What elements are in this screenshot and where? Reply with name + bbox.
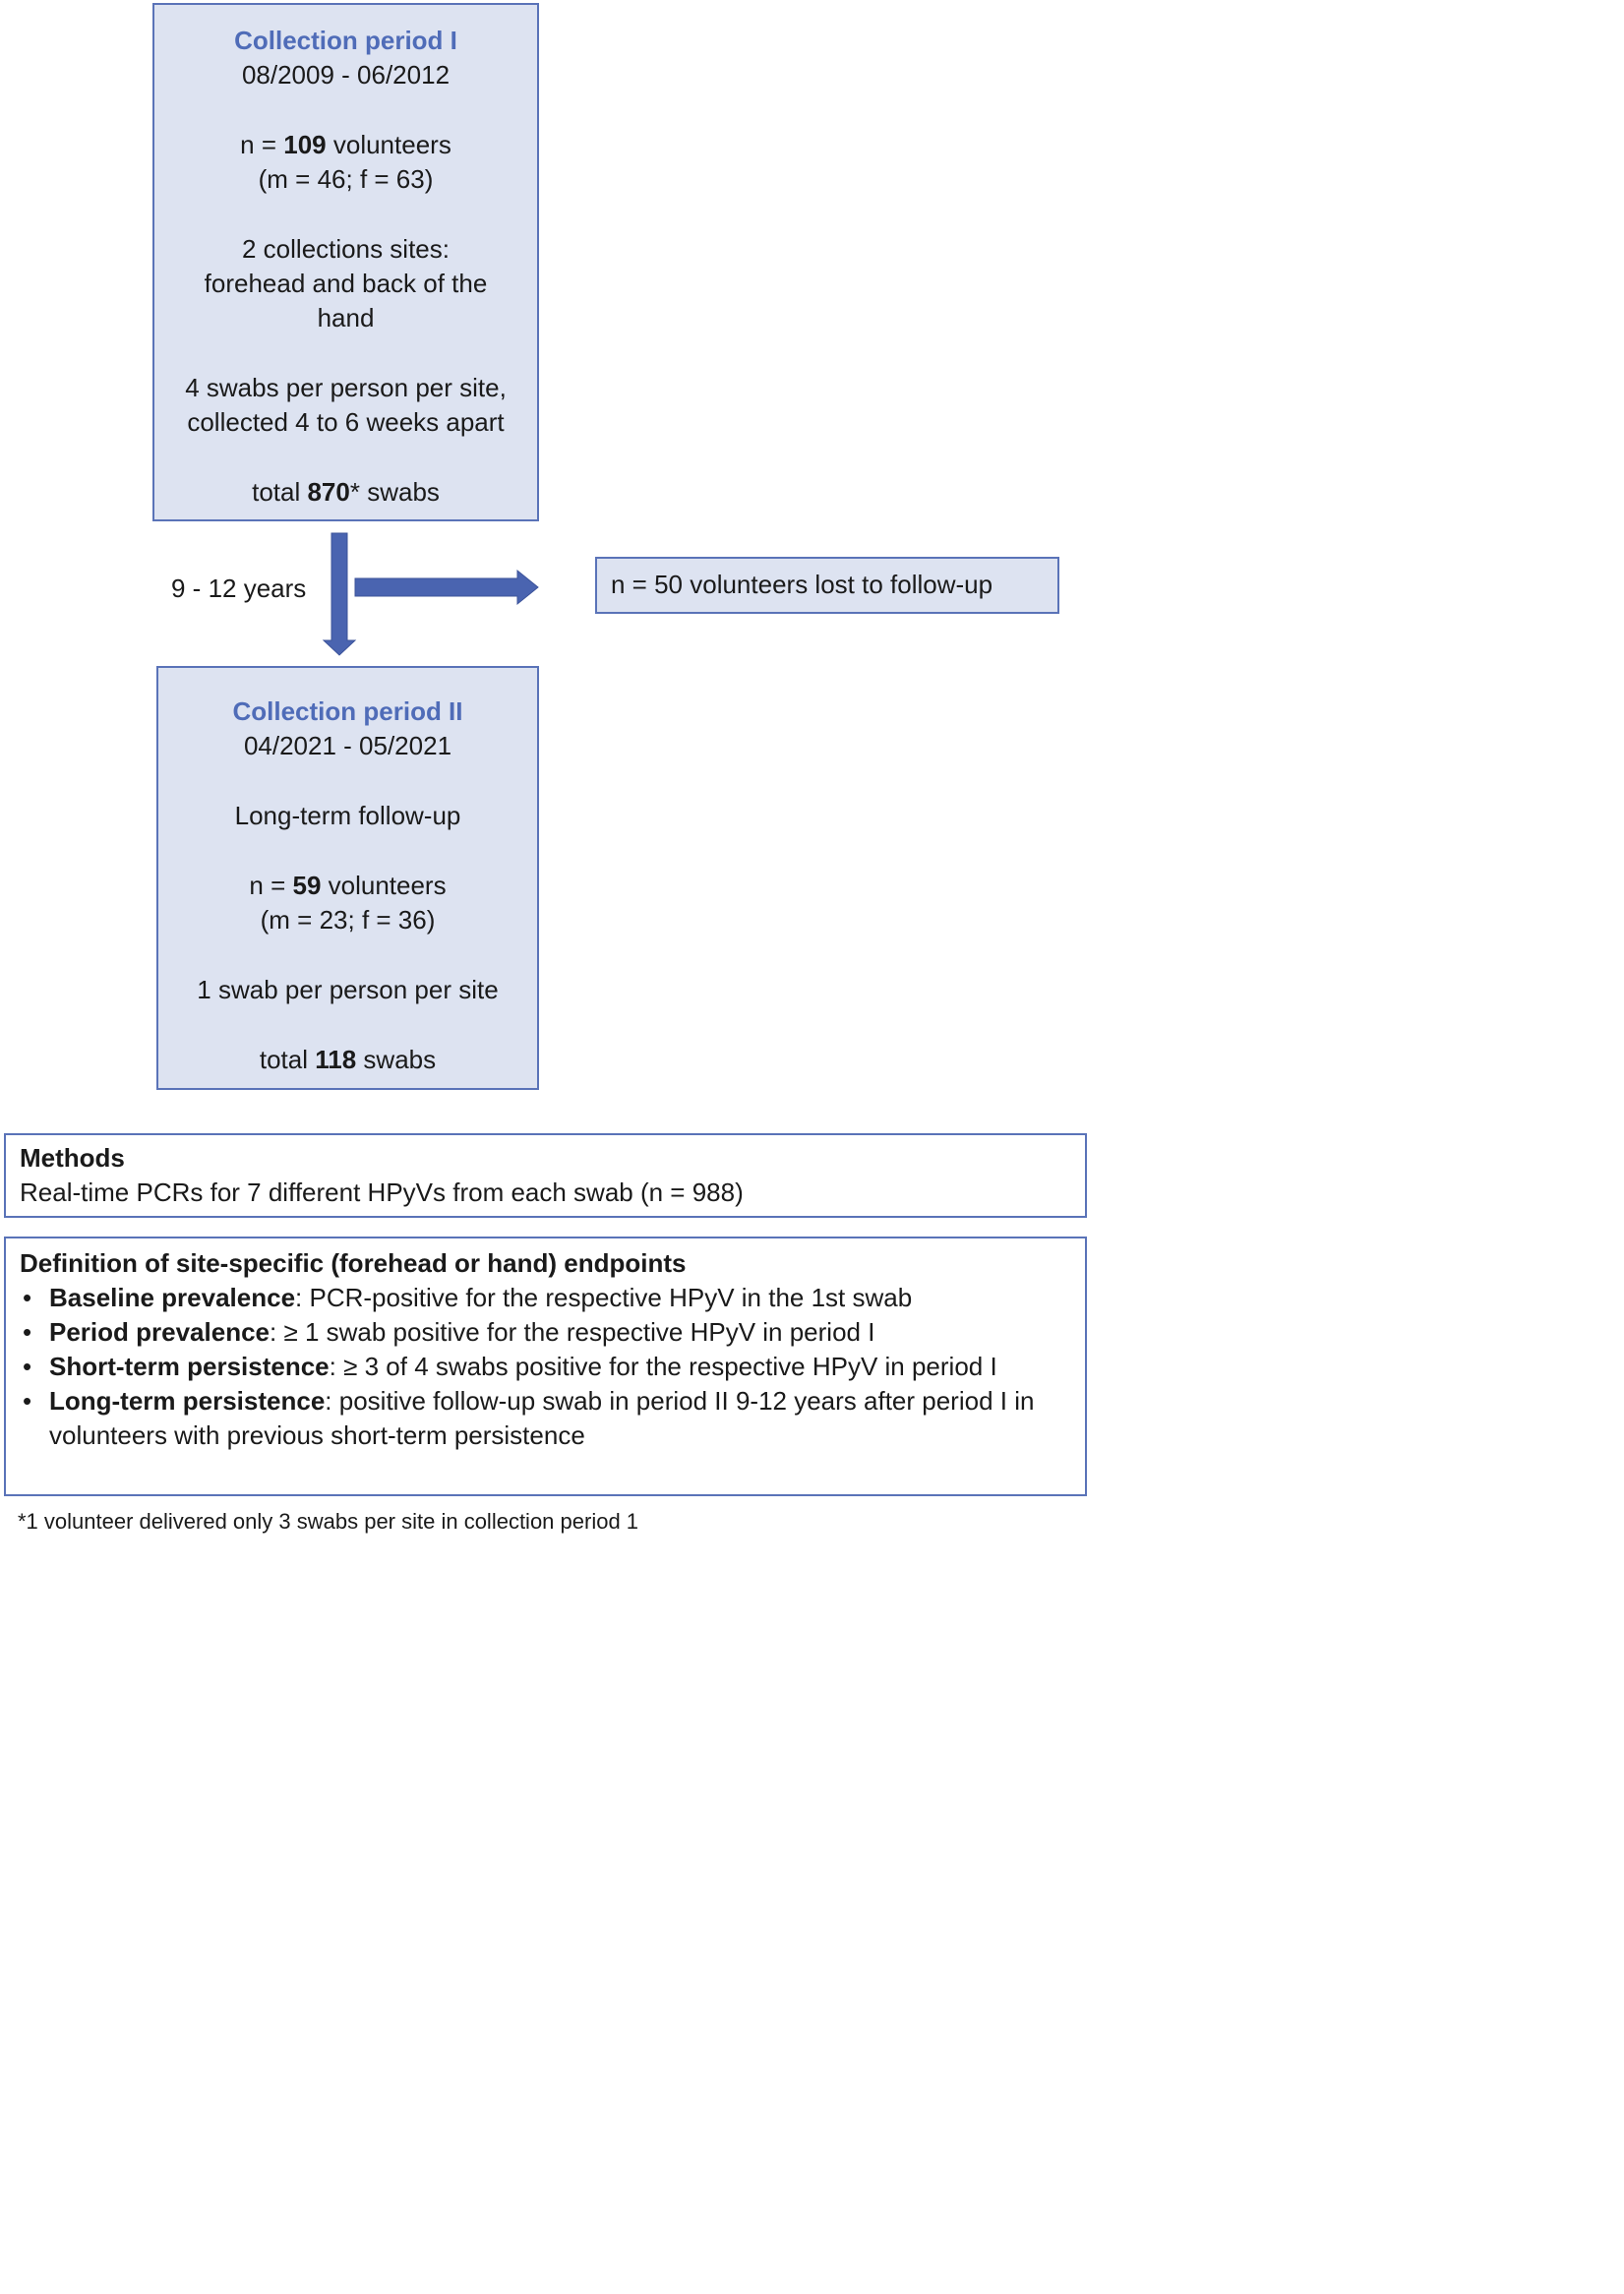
interval-label: 9 - 12 years (171, 574, 307, 603)
period2-subtitle: Long-term follow-up (234, 801, 461, 830)
period1-title: Collection period I (234, 26, 457, 55)
collection-period-1-box: Collection period I 08/2009 - 06/2012 n … (152, 3, 539, 521)
right-arrow (354, 569, 539, 606)
methods-box: Methods Real-time PCRs for 7 different H… (4, 1133, 1087, 1218)
collection-period-2-box: Collection period II 04/2021 - 05/2021 L… (156, 666, 539, 1090)
endpoint-period-prevalence: Period prevalence: ≥ 1 swab positive for… (20, 1315, 1075, 1350)
endpoints-box: Definition of site-specific (forehead or… (4, 1237, 1087, 1496)
down-arrow (322, 532, 357, 656)
footnote: *1 volunteer delivered only 3 swabs per … (18, 1509, 639, 1534)
period1-sites-line3: hand (317, 303, 375, 332)
period2-swabs-line: 1 swab per person per site (197, 975, 499, 1004)
period1-total-swabs: total 870* swabs (252, 477, 440, 507)
endpoint-long-term-persistence: Long-term persistence: positive follow-u… (20, 1384, 1075, 1453)
period2-volunteer-count: n = 59 volunteers (249, 871, 447, 900)
endpoint-short-term-persistence: Short-term persistence: ≥ 3 of 4 swabs p… (20, 1350, 1075, 1384)
period1-swabs-line2: collected 4 to 6 weeks apart (187, 407, 505, 437)
period2-sex-split: (m = 23; f = 36) (260, 905, 436, 935)
lost-to-followup-text: n = 50 volunteers lost to follow-up (611, 570, 993, 599)
endpoints-list: Baseline prevalence: PCR-positive for th… (20, 1281, 1075, 1453)
period1-volunteer-count: n = 109 volunteers (240, 130, 451, 159)
lost-to-followup-box: n = 50 volunteers lost to follow-up (595, 557, 1059, 614)
period1-sites-line2: forehead and back of the (204, 269, 488, 298)
endpoints-heading: Definition of site-specific (forehead or… (20, 1248, 687, 1278)
endpoint-baseline-prevalence: Baseline prevalence: PCR-positive for th… (20, 1281, 1075, 1315)
period1-dates: 08/2009 - 06/2012 (241, 60, 451, 90)
period1-sites-line1: 2 collections sites: (242, 234, 450, 264)
period2-dates: 04/2021 - 05/2021 (243, 731, 452, 760)
period1-swabs-line1: 4 swabs per person per site, (185, 373, 507, 402)
flow-arrows (322, 532, 539, 656)
methods-text: Real-time PCRs for 7 different HPyVs fro… (20, 1177, 744, 1207)
period2-total-swabs: total 118 swabs (259, 1045, 437, 1074)
period2-title: Collection period II (232, 696, 463, 726)
methods-heading: Methods (20, 1143, 125, 1173)
period1-sex-split: (m = 46; f = 63) (258, 164, 434, 194)
